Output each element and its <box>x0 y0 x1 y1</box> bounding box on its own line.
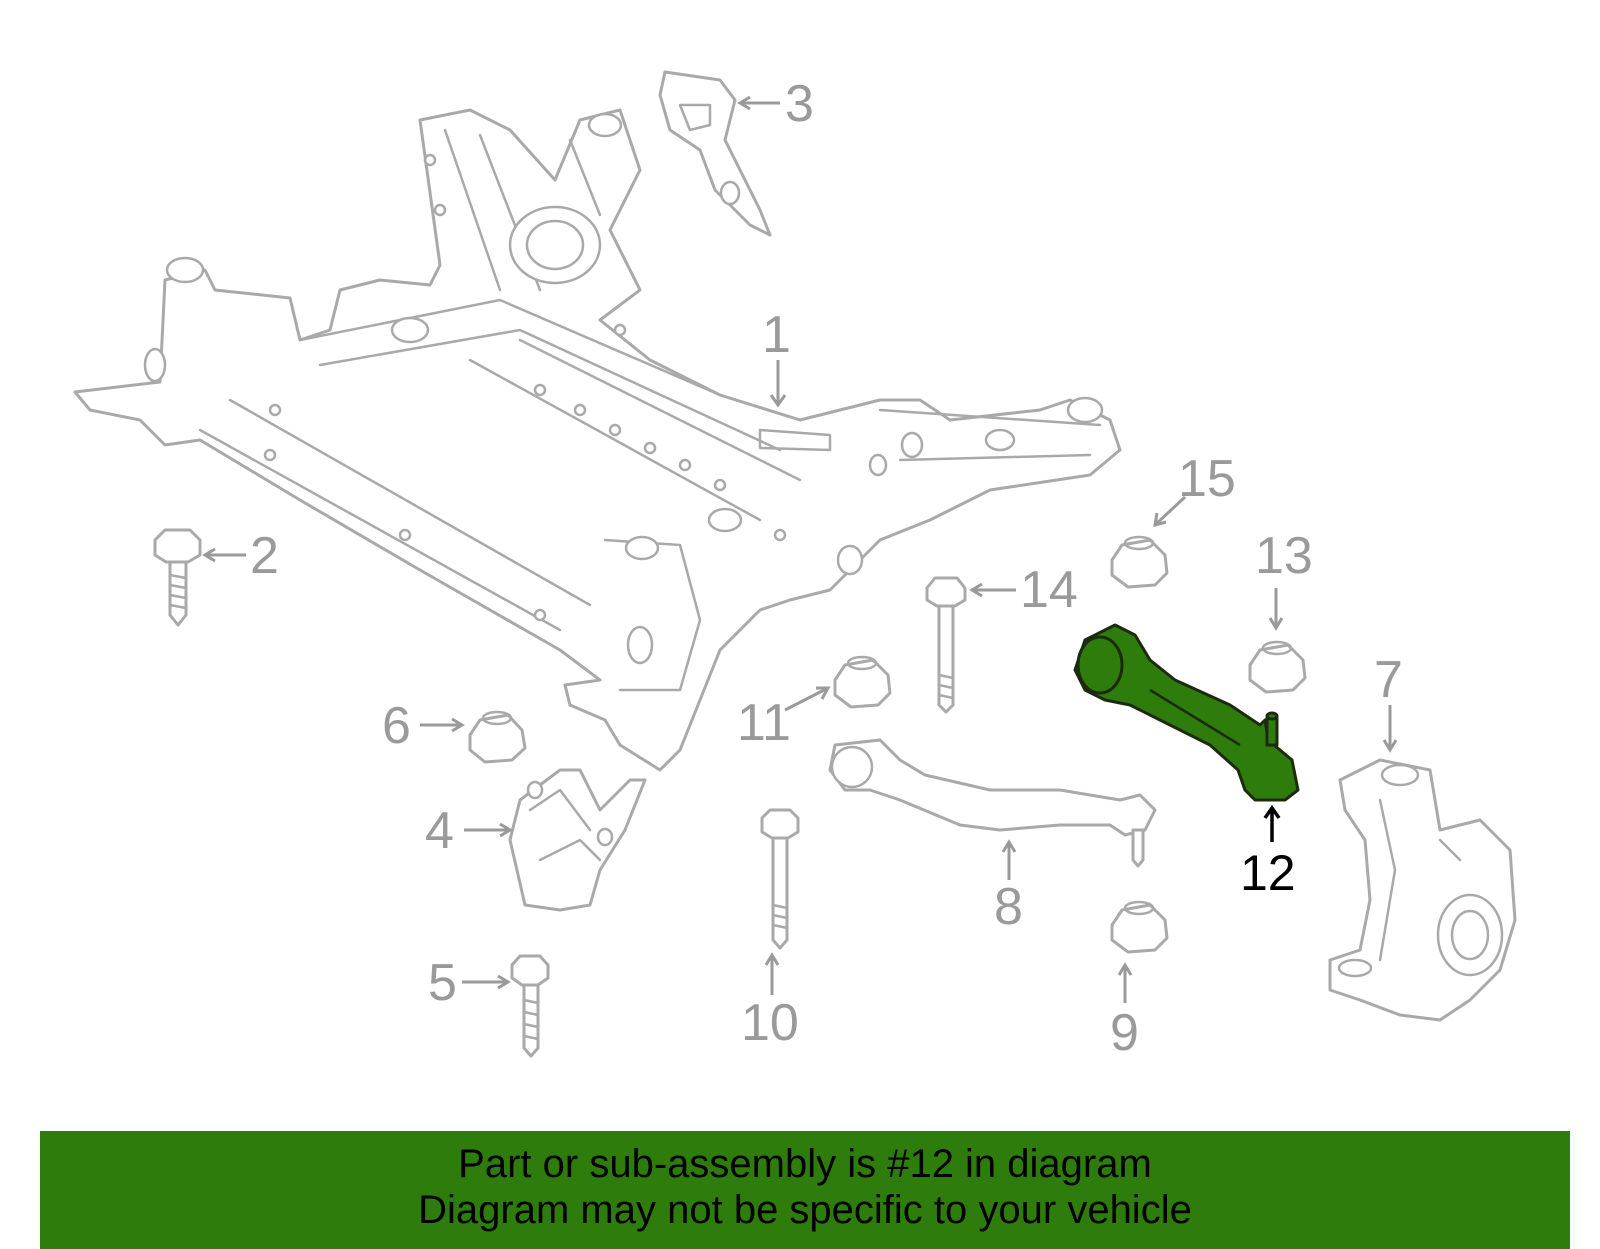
callout-12[interactable]: 12 <box>1240 845 1296 901</box>
subframe-crossmember-part <box>73 108 1122 772</box>
callout-15: 15 <box>1178 450 1236 508</box>
callout-9: 9 <box>1110 1004 1139 1062</box>
callout-11: 11 <box>737 694 791 752</box>
callout-5: 5 <box>428 954 457 1012</box>
bolt-part-14 <box>925 576 967 714</box>
callout-7: 7 <box>1374 651 1403 709</box>
callout-1: 1 <box>762 306 791 364</box>
nut-part-9 <box>1110 900 1169 954</box>
nut-part-13 <box>1248 640 1307 694</box>
callout-10: 10 <box>741 994 799 1052</box>
callout-14: 14 <box>1020 561 1078 619</box>
bracket-part-4 <box>508 768 647 912</box>
leader-lines <box>202 95 1398 1003</box>
bracket-part-3 <box>658 70 772 237</box>
callout-3: 3 <box>785 75 814 133</box>
steering-knuckle-part-7 <box>1328 758 1517 1022</box>
bolt-part-5 <box>510 954 550 1058</box>
callout-4: 4 <box>425 802 454 860</box>
nut-part-15 <box>1110 535 1169 589</box>
callout-6: 6 <box>382 697 411 755</box>
callout-8: 8 <box>994 878 1023 936</box>
bolt-part-2 <box>153 528 202 627</box>
nut-part-6 <box>468 710 527 764</box>
banner-line-2: Diagram may not be specific to your vehi… <box>418 1188 1192 1232</box>
callout-labels: 1 2 3 4 5 6 7 8 9 10 11 12 13 14 15 <box>250 75 1403 1062</box>
control-arm-part-8 <box>828 738 1157 868</box>
banner-line-1: Part or sub-assembly is #12 in diagram <box>458 1142 1152 1186</box>
callout-2: 2 <box>250 527 279 585</box>
info-banner: Part or sub-assembly is #12 in diagram D… <box>40 1131 1570 1249</box>
nut-part-11 <box>833 655 892 709</box>
control-arm-part-12-highlighted[interactable] <box>1073 623 1300 802</box>
callout-13: 13 <box>1255 527 1313 585</box>
bolt-part-10 <box>760 808 800 950</box>
